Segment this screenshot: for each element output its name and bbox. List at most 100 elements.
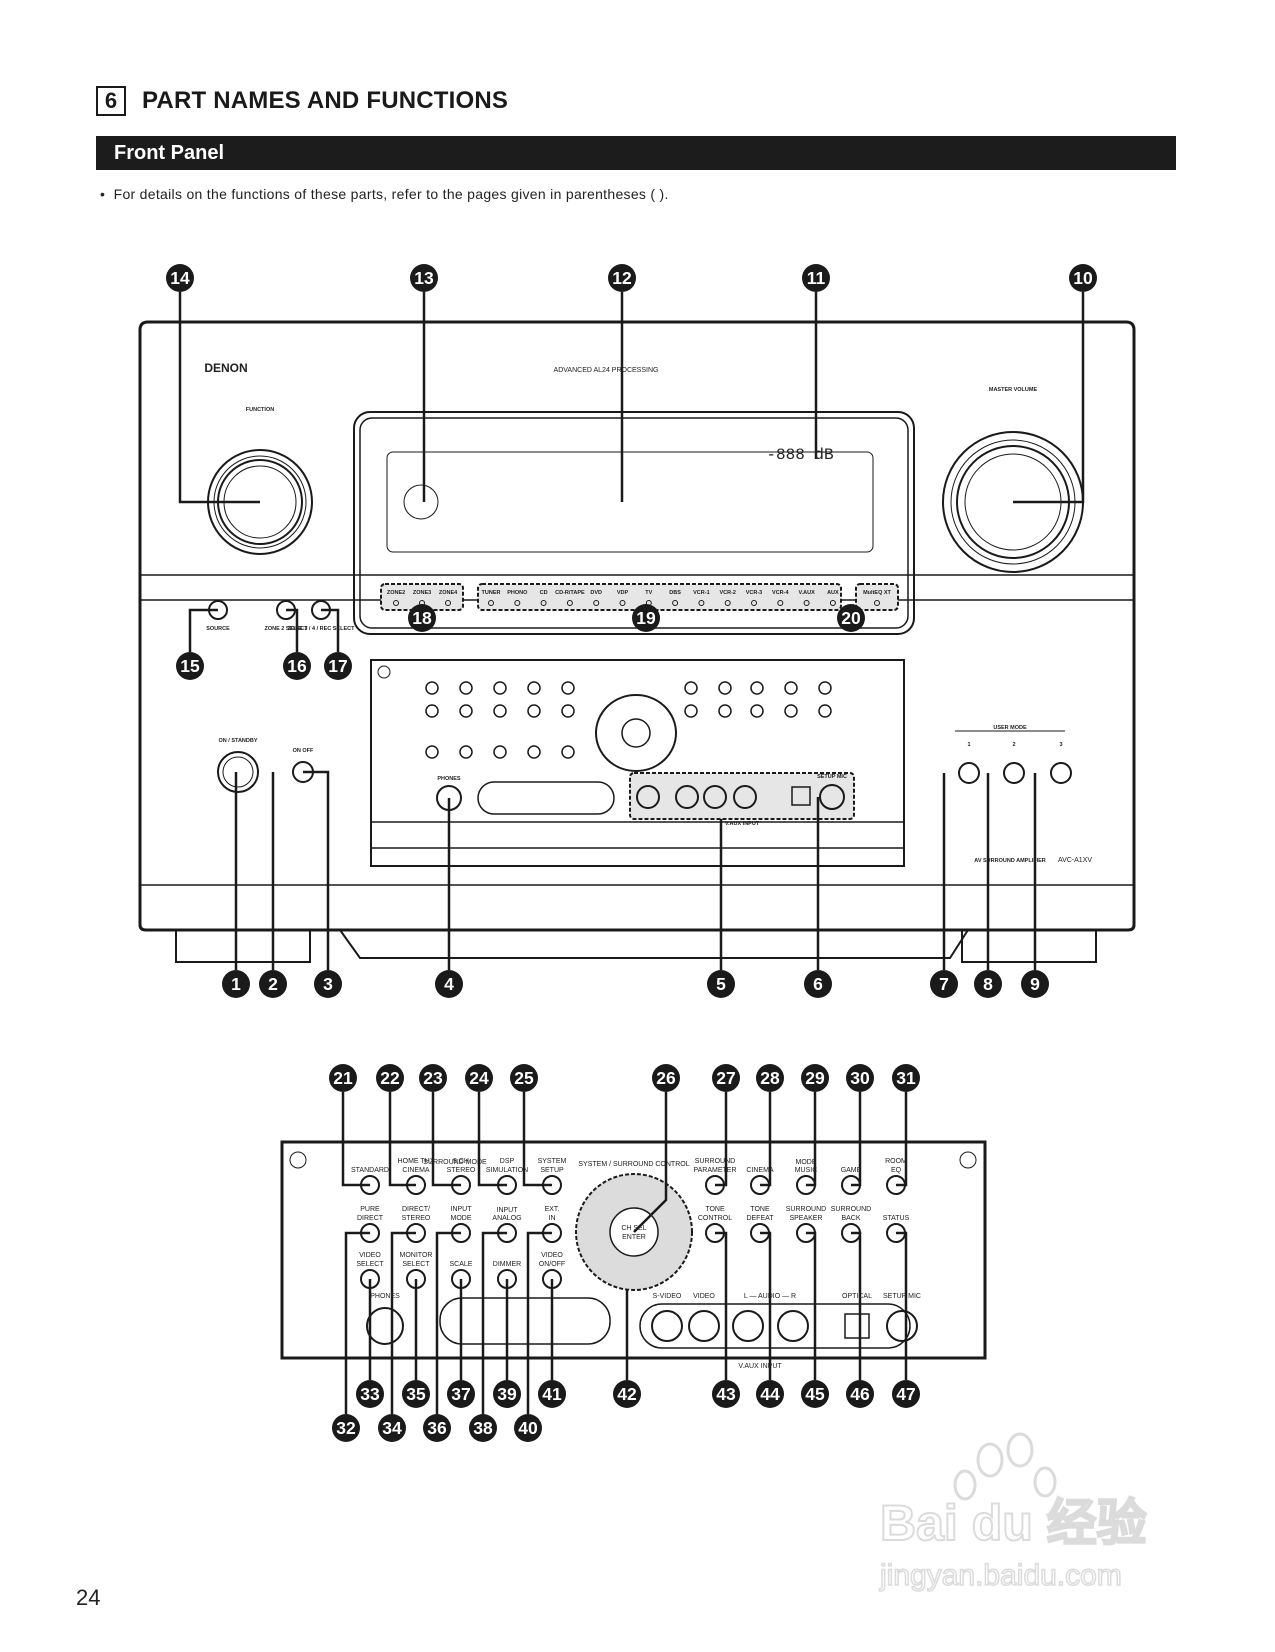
door-button[interactable]: [818, 704, 832, 718]
leader-line: [321, 608, 340, 652]
door-button[interactable]: [459, 745, 473, 759]
leader-line: [526, 1231, 552, 1414]
banner-title: Front Panel: [114, 142, 225, 164]
multeq-indicator-led: [874, 600, 880, 606]
panel-button-label: TONE: [750, 1206, 770, 1213]
source-indicator-led: [751, 600, 757, 606]
svg-text:20: 20: [841, 608, 861, 628]
source-indicator-led: [672, 600, 679, 606]
panel-button-label: STANDARD: [351, 1167, 389, 1174]
callout-24: 24: [465, 1064, 493, 1092]
door-button[interactable]: [527, 681, 541, 695]
model-text: AV SURROUND AMPLIFIER: [974, 858, 1046, 864]
door-button[interactable]: [527, 745, 541, 759]
leader-line: [481, 1231, 507, 1414]
source-label: SOURCE: [206, 626, 230, 632]
leader-line: [806, 1231, 817, 1380]
detail-vaux-label: V.AUX INPUT: [738, 1363, 782, 1370]
svg-text:44: 44: [760, 1384, 780, 1404]
door-button[interactable]: [493, 704, 507, 718]
door-button[interactable]: [718, 681, 732, 695]
door-button[interactable]: [684, 681, 698, 695]
leader-line: [344, 1231, 370, 1414]
door-button[interactable]: [684, 704, 698, 718]
source-indicator-led: [514, 600, 521, 606]
control-door: [370, 659, 905, 867]
panel-button-label: CINEMA: [746, 1167, 774, 1174]
leader-line: [341, 1092, 370, 1187]
brand-logo: DENON: [204, 361, 247, 375]
door-button[interactable]: [493, 681, 507, 695]
leader-line: [715, 1092, 728, 1187]
panel-button-label: ON/OFF: [539, 1261, 565, 1268]
user-mode-2-button: [1003, 762, 1025, 784]
door-button[interactable]: [561, 745, 575, 759]
door-button[interactable]: [718, 704, 732, 718]
zone-indicator-label: ZONE2: [387, 590, 405, 596]
panel-button-label: EXT.: [545, 1206, 560, 1213]
door-button[interactable]: [818, 681, 832, 695]
callout-23: 23: [419, 1064, 447, 1092]
multeq-indicator-label: MultEQ XT: [863, 590, 891, 596]
setup-mic-jack: [819, 784, 845, 810]
door-button[interactable]: [425, 704, 439, 718]
svg-text:6: 6: [813, 974, 823, 994]
zone-indicator-led: [445, 600, 451, 606]
door-button[interactable]: [750, 704, 764, 718]
svg-text:46: 46: [850, 1384, 870, 1404]
door-button[interactable]: [459, 704, 473, 718]
detail-setup-mic-label: SETUP MIC: [883, 1293, 921, 1300]
source-indicator-led: [698, 600, 705, 606]
door-button[interactable]: [784, 681, 798, 695]
callout-3: 3: [314, 970, 342, 998]
display-readout: -888 dB: [766, 446, 833, 464]
svg-text:2: 2: [268, 974, 278, 994]
surround-mode-group-label: SURROUND MODE: [423, 1159, 487, 1166]
source-indicator-led: [724, 600, 731, 606]
callout-31: 31: [892, 1064, 920, 1092]
panel-button-label: CONTROL: [698, 1215, 732, 1222]
panel-button-label: GAME: [841, 1167, 862, 1174]
door-button[interactable]: [750, 681, 764, 695]
dpad-main: [595, 694, 677, 772]
source-indicator-label: DVD: [590, 590, 602, 596]
panel-button-label: DEFEAT: [746, 1215, 774, 1222]
door-button[interactable]: [425, 745, 439, 759]
power-switch-label: ON OFF: [293, 748, 314, 754]
source-indicator-label: VCR-4: [772, 590, 789, 596]
source-indicator-led: [619, 600, 626, 606]
panel-button-label: STATUS: [883, 1215, 910, 1222]
svg-text:12: 12: [612, 268, 632, 288]
door-button[interactable]: [459, 681, 473, 695]
panel-button-label: CINEMA: [402, 1167, 430, 1174]
panel-button-label: VIDEO: [541, 1252, 563, 1259]
panel-button-label: INPUT: [451, 1206, 473, 1213]
door-button[interactable]: [425, 681, 439, 695]
callout-13: 13: [410, 264, 438, 292]
callout-19: 19: [632, 604, 660, 632]
leader-line: [1013, 292, 1085, 504]
panel-button-label: SELECT: [402, 1261, 430, 1268]
svg-text:36: 36: [427, 1418, 447, 1438]
callout-29: 29: [801, 1064, 829, 1092]
panel-button-label: SYSTEM: [538, 1158, 567, 1165]
user-mode-1-button: [958, 762, 980, 784]
svg-text:31: 31: [896, 1068, 916, 1088]
paw-icon: [976, 1442, 1004, 1478]
svg-text:43: 43: [716, 1384, 736, 1404]
panel-button-label: SETUP: [540, 1167, 564, 1174]
door-button[interactable]: [561, 681, 575, 695]
display-lcd: [386, 451, 874, 553]
svg-text:34: 34: [382, 1418, 402, 1438]
door-button[interactable]: [784, 704, 798, 718]
panel-button-label: PURE: [360, 1206, 380, 1213]
source-indicator-group: [477, 583, 842, 611]
door-button[interactable]: [561, 704, 575, 718]
callout-28: 28: [756, 1064, 784, 1092]
door-button[interactable]: [493, 745, 507, 759]
source-indicator-label: V.AUX: [798, 590, 815, 596]
door-button[interactable]: [527, 704, 541, 718]
chassis-outline: [138, 320, 1136, 932]
enter-label: ENTER: [622, 1234, 646, 1241]
watermark-url: jingyan.baidu.com: [879, 1559, 1122, 1592]
